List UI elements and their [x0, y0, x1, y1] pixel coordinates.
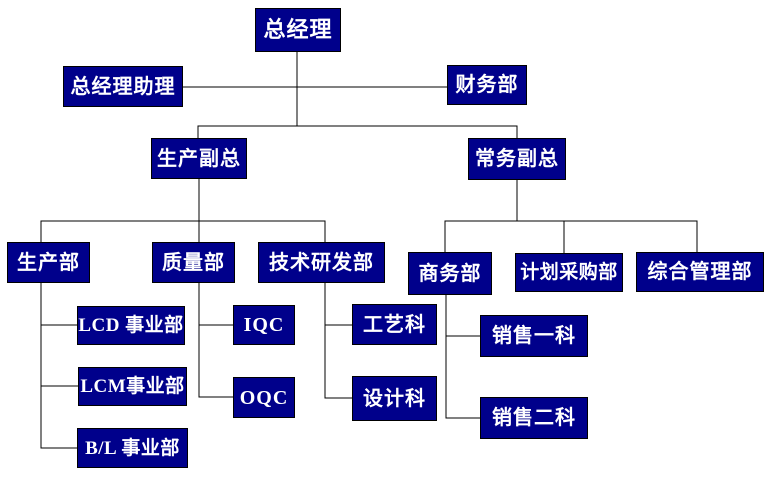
org-node-design-section: 设计科 [352, 376, 437, 421]
org-node-business-dept: 商务部 [408, 252, 492, 295]
connector-business-down [445, 295, 480, 419]
org-node-lcd-division: LCD 事业部 [77, 306, 185, 345]
org-node-iqc: IQC [233, 305, 295, 345]
connector-gm-to-vps [197, 125, 518, 138]
org-node-admin-dept: 综合管理部 [636, 252, 764, 292]
org-node-lcm-division: LCM事业部 [78, 367, 187, 406]
org-node-finance-dept: 财务部 [447, 65, 527, 105]
connector-rnd-down [324, 283, 352, 399]
org-node-bl-division: B/L 事业部 [77, 428, 188, 468]
org-node-sales-section-2: 销售二科 [480, 397, 588, 439]
org-node-quality-dept: 质量部 [152, 242, 235, 283]
org-node-gm-assistant: 总经理助理 [63, 66, 183, 107]
org-node-rnd-dept: 技术研发部 [258, 242, 385, 283]
connector-production-down [40, 283, 77, 449]
connector-prodvp-bus [40, 220, 326, 242]
org-node-procurement-dept: 计划采购部 [515, 253, 623, 292]
org-node-production-dept: 生产部 [7, 242, 90, 283]
org-node-general-manager: 总经理 [255, 8, 341, 52]
org-node-sales-section-1: 销售一科 [480, 315, 588, 357]
connector-quality-down [198, 283, 233, 398]
org-node-oqc: OQC [233, 377, 295, 418]
org-node-craft-section: 工艺科 [352, 304, 437, 345]
org-node-executive-vp: 常务副总 [468, 138, 566, 180]
connector-execvp-bus [444, 220, 698, 252]
org-node-production-vp: 生产副总 [151, 138, 247, 179]
